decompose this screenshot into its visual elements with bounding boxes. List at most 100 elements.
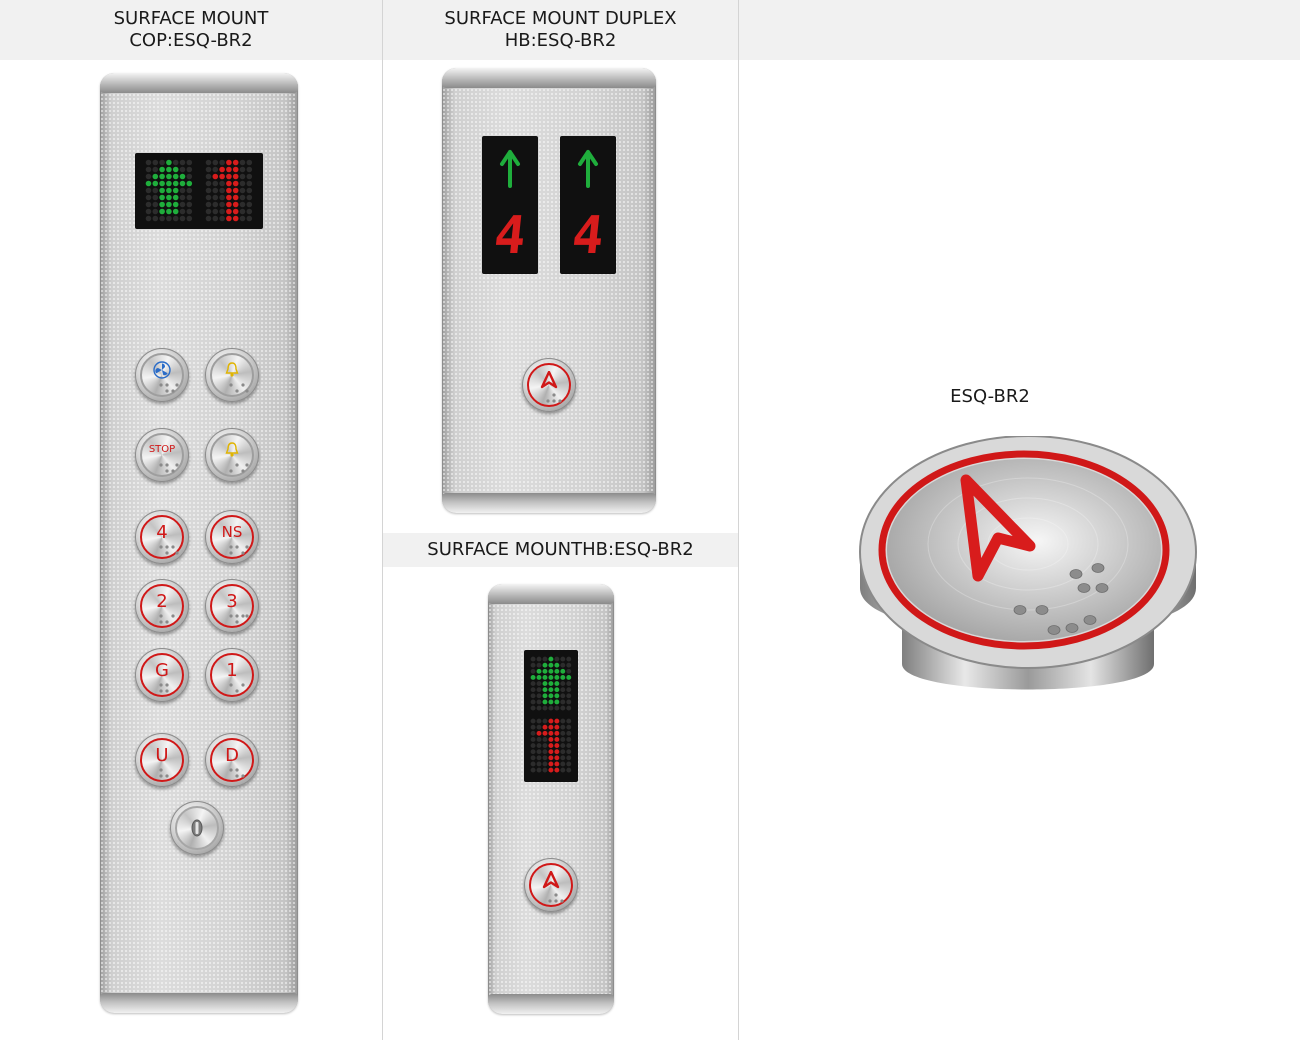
led-dot-on: [548, 718, 554, 724]
led-dot-on: [232, 215, 239, 222]
led-dot-on: [226, 187, 232, 194]
led-dot-off: [560, 705, 566, 711]
led-dot-off: [560, 687, 566, 693]
led-dot-off: [239, 166, 246, 173]
led-dot-off: [205, 180, 212, 187]
led-dot-on: [232, 208, 239, 215]
led-dot-off: [542, 736, 548, 742]
hall-call-button[interactable]: [524, 858, 578, 912]
stop-button[interactable]: STOP: [135, 428, 189, 482]
led-dot-on: [548, 761, 554, 767]
led-dot-on: [536, 668, 542, 674]
led-dot-on: [159, 187, 165, 194]
floor-3-label: 3: [226, 590, 238, 612]
floor-1-button[interactable]: 1: [205, 648, 259, 702]
fan-icon: [153, 361, 171, 379]
key-switch[interactable]: [170, 801, 224, 855]
led-dot-on: [542, 699, 548, 705]
led-dot-off: [530, 681, 536, 687]
led-dot-off: [566, 699, 572, 705]
led-dot-off: [530, 718, 536, 724]
led-dot-on: [166, 187, 172, 194]
push-button-closeup[interactable]: [858, 436, 1198, 720]
braille-dots: [159, 768, 169, 778]
duplex-up-arrow-b-icon: [578, 150, 598, 188]
led-dot-off: [536, 724, 542, 730]
led-dot-on: [152, 173, 159, 180]
led-dot-off: [536, 749, 542, 755]
led-dot-on: [554, 681, 560, 687]
led-dot-on: [232, 187, 239, 194]
led-dot-on: [232, 194, 239, 201]
led-dot-off: [186, 201, 193, 208]
led-dot-off: [179, 215, 186, 222]
led-dot-off: [205, 166, 212, 173]
duplex-display-a: 4: [482, 136, 538, 274]
led-dot-off: [542, 767, 548, 773]
bell-button[interactable]: [205, 428, 259, 482]
led-dot-on: [226, 194, 232, 201]
led-dot-off: [530, 755, 536, 761]
led-dot-on: [542, 687, 548, 693]
led-dot-on: [226, 215, 232, 222]
led-dot-on: [232, 166, 239, 173]
led-dot-off: [145, 208, 152, 215]
braille-dots: [159, 545, 179, 555]
duplex-header: SURFACE MOUNT DUPLEX HB:ESQ-BR2: [383, 0, 738, 60]
led-dot-on: [554, 718, 560, 724]
led-dot-off: [219, 159, 225, 166]
led-dot-off: [566, 662, 572, 668]
led-dot-off: [542, 705, 548, 711]
led-dot-on: [554, 743, 560, 749]
ns-label: NS: [221, 523, 243, 541]
led-dot-on: [159, 208, 165, 215]
led-dot-off: [560, 656, 566, 662]
led-dot-off: [152, 194, 159, 201]
led-dot-on: [548, 662, 554, 668]
led-dot-off: [530, 662, 536, 668]
arrow-call-icon: [960, 474, 1036, 582]
led-dot-off: [530, 736, 536, 742]
door-close-button[interactable]: D: [205, 733, 259, 787]
brush-texture: [927, 477, 1129, 611]
led-dot-off: [536, 718, 542, 724]
floor-g-button[interactable]: G: [135, 648, 189, 702]
door-open-button[interactable]: U: [135, 733, 189, 787]
led-dot-on: [159, 173, 165, 180]
led-dot-off: [239, 187, 246, 194]
braille-dots: [229, 383, 249, 393]
led-dot-off: [246, 194, 253, 201]
duplex-panel-bottom-cap: [442, 493, 656, 513]
led-dot-off: [186, 159, 193, 166]
duplex-floor-digit-b: 4: [569, 206, 607, 266]
led-dot-off: [536, 681, 542, 687]
duplex-hall-call-button[interactable]: [522, 358, 576, 412]
floor-4-button[interactable]: 4: [135, 510, 189, 564]
led-dot-off: [212, 180, 219, 187]
led-dot-off: [560, 767, 566, 773]
braille-dots: [229, 463, 249, 473]
floor-3-button[interactable]: 3: [205, 579, 259, 633]
led-dot-on: [554, 699, 560, 705]
led-dot-off: [530, 693, 536, 699]
led-dot-on: [172, 194, 179, 201]
led-dot-off: [212, 194, 219, 201]
hb-panel-bottom-cap: [488, 994, 614, 1014]
led-dot-off: [179, 201, 186, 208]
led-dot-off: [152, 166, 159, 173]
empty-header: [739, 0, 1300, 60]
led-dot-off: [542, 749, 548, 755]
floor-2-button[interactable]: 2: [135, 579, 189, 633]
led-dot-off: [560, 724, 566, 730]
hall-panel: [488, 584, 614, 1014]
led-dot-off: [560, 730, 566, 736]
led-dot-on: [542, 662, 548, 668]
led-dot-on: [159, 180, 165, 187]
braille-dots: [159, 463, 179, 473]
led-dot-on: [554, 730, 560, 736]
led-dot-off: [219, 208, 225, 215]
column-divider-right: [738, 0, 739, 1040]
fan-button[interactable]: [135, 348, 189, 402]
alarm-button[interactable]: [205, 348, 259, 402]
ns-button[interactable]: NS: [205, 510, 259, 564]
